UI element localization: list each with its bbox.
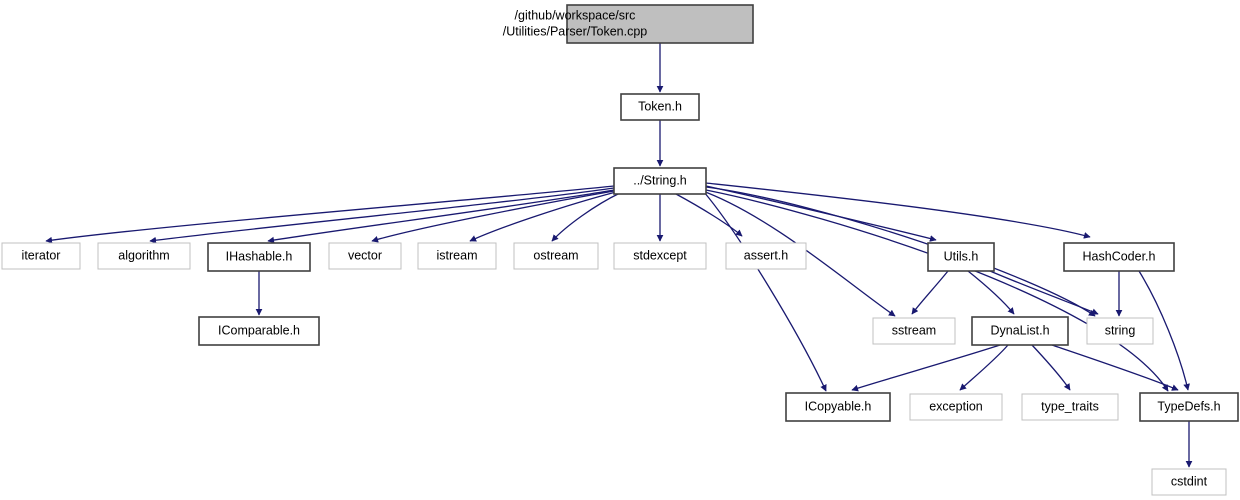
node-box-utils_h[interactable] <box>927 242 995 272</box>
node-box-ostream[interactable] <box>513 242 599 270</box>
node-label-string_h: ../String.h <box>633 173 687 187</box>
node-stdexcept[interactable]: stdexcept <box>613 242 707 270</box>
node-label-istream: istream <box>437 248 478 262</box>
edge-string_h-to-ihashable_h <box>267 189 615 244</box>
node-box-vector[interactable] <box>328 242 402 270</box>
edge-string_h-to-icopyable_h <box>703 191 827 392</box>
edge-string_h-to-vector <box>371 190 615 243</box>
node-layer: /github/workspace/src/Utilities/Parser/T… <box>1 4 1239 496</box>
node-token_cpp[interactable]: /github/workspace/src/Utilities/Parser/T… <box>503 4 754 44</box>
node-label-string: string <box>1105 323 1136 337</box>
edge-dynalist_h-to-icopyable_h <box>851 344 1001 392</box>
node-hashcoder_h[interactable]: HashCoder.h <box>1063 242 1175 272</box>
edge-string_h-to-sstream <box>699 189 896 317</box>
node-label-icomparable_h: IComparable.h <box>218 323 300 337</box>
node-label-iterator: iterator <box>22 248 61 262</box>
edge-dynalist_h-to-exception <box>959 344 1009 391</box>
edge-string_h-to-ostream <box>551 192 621 242</box>
edge-dynalist_h-to-typedefs_h <box>1051 344 1179 391</box>
node-box-stdexcept[interactable] <box>613 242 707 270</box>
node-label-token_h: Token.h <box>638 99 682 113</box>
edge-dynalist_h-to-type_traits <box>1031 344 1071 391</box>
node-box-algorithm[interactable] <box>97 242 191 270</box>
edge-string_h-to-utils_h <box>705 185 937 242</box>
node-box-token_h[interactable] <box>620 93 700 121</box>
edge-hashcoder_h-to-typedefs_h <box>1138 270 1190 391</box>
node-icopyable_h[interactable]: ICopyable.h <box>785 392 891 422</box>
node-label-cstdint: cstdint <box>1171 474 1208 488</box>
edge-string_h-to-iterator <box>45 185 615 244</box>
node-cstdint[interactable]: cstdint <box>1151 468 1227 496</box>
node-label-token_cpp: /github/workspace/src <box>515 8 636 22</box>
edge-utils_h-to-sstream <box>911 270 949 315</box>
node-algorithm[interactable]: algorithm <box>97 242 191 270</box>
node-box-string[interactable] <box>1086 317 1154 345</box>
node-label-type_traits: type_traits <box>1041 399 1099 413</box>
node-box-icopyable_h[interactable] <box>785 392 891 422</box>
edge-string_h-to-algorithm <box>149 187 615 244</box>
node-ihashable_h[interactable]: IHashable.h <box>207 242 311 272</box>
node-box-exception[interactable] <box>909 393 1003 421</box>
node-box-type_traits[interactable] <box>1021 393 1119 421</box>
node-ostream[interactable]: ostream <box>513 242 599 270</box>
edge-string_h-to-string <box>705 186 1096 317</box>
node-label-dynalist_h: DynaList.h <box>990 323 1049 337</box>
node-box-assert_h[interactable] <box>725 242 807 270</box>
node-box-ihashable_h[interactable] <box>207 242 311 272</box>
node-label-ihashable_h: IHashable.h <box>226 249 293 263</box>
node-label-algorithm: algorithm <box>118 248 169 262</box>
node-sstream[interactable]: sstream <box>872 317 956 345</box>
node-label-sstream: sstream <box>892 323 936 337</box>
node-label-typedefs_h: TypeDefs.h <box>1157 399 1220 413</box>
node-box-icomparable_h[interactable] <box>198 316 320 346</box>
node-label-token_cpp: /Utilities/Parser/Token.cpp <box>503 24 648 38</box>
node-utils_h[interactable]: Utils.h <box>927 242 995 272</box>
node-label-utils_h: Utils.h <box>944 249 979 263</box>
edge-utils_h-to-dynalist_h <box>967 270 1015 315</box>
node-box-string_h[interactable] <box>613 167 707 195</box>
edge-utils_h-to-string <box>989 270 1099 315</box>
node-label-exception: exception <box>929 399 983 413</box>
node-iterator[interactable]: iterator <box>1 242 81 270</box>
node-string_h[interactable]: ../String.h <box>613 167 707 195</box>
node-string[interactable]: string <box>1086 317 1154 345</box>
node-label-ostream: ostream <box>533 248 578 262</box>
node-label-stdexcept: stdexcept <box>633 248 687 262</box>
edge-layer <box>45 43 1193 468</box>
node-token_h[interactable]: Token.h <box>620 93 700 121</box>
edge-string_h-to-istream <box>469 191 617 242</box>
node-box-typedefs_h[interactable] <box>1139 392 1239 422</box>
edge-string_h-to-assert_h <box>675 193 743 237</box>
node-box-iterator[interactable] <box>1 242 81 270</box>
node-box-sstream[interactable] <box>872 317 956 345</box>
node-label-assert_h: assert.h <box>744 248 789 262</box>
node-icomparable_h[interactable]: IComparable.h <box>198 316 320 346</box>
node-label-hashcoder_h: HashCoder.h <box>1083 249 1156 263</box>
node-label-icopyable_h: ICopyable.h <box>805 399 872 413</box>
node-istream[interactable]: istream <box>417 242 497 270</box>
node-type_traits[interactable]: type_traits <box>1021 393 1119 421</box>
node-dynalist_h[interactable]: DynaList.h <box>971 316 1069 346</box>
node-vector[interactable]: vector <box>328 242 402 270</box>
node-box-token_cpp[interactable] <box>566 4 754 44</box>
node-box-hashcoder_h[interactable] <box>1063 242 1175 272</box>
node-assert_h[interactable]: assert.h <box>725 242 807 270</box>
node-box-dynalist_h[interactable] <box>971 316 1069 346</box>
node-box-cstdint[interactable] <box>1151 468 1227 496</box>
edge-string_h-to-hashcoder_h <box>705 182 1091 239</box>
node-box-istream[interactable] <box>417 242 497 270</box>
node-label-vector: vector <box>348 248 382 262</box>
node-exception[interactable]: exception <box>909 393 1003 421</box>
node-typedefs_h[interactable]: TypeDefs.h <box>1139 392 1239 422</box>
